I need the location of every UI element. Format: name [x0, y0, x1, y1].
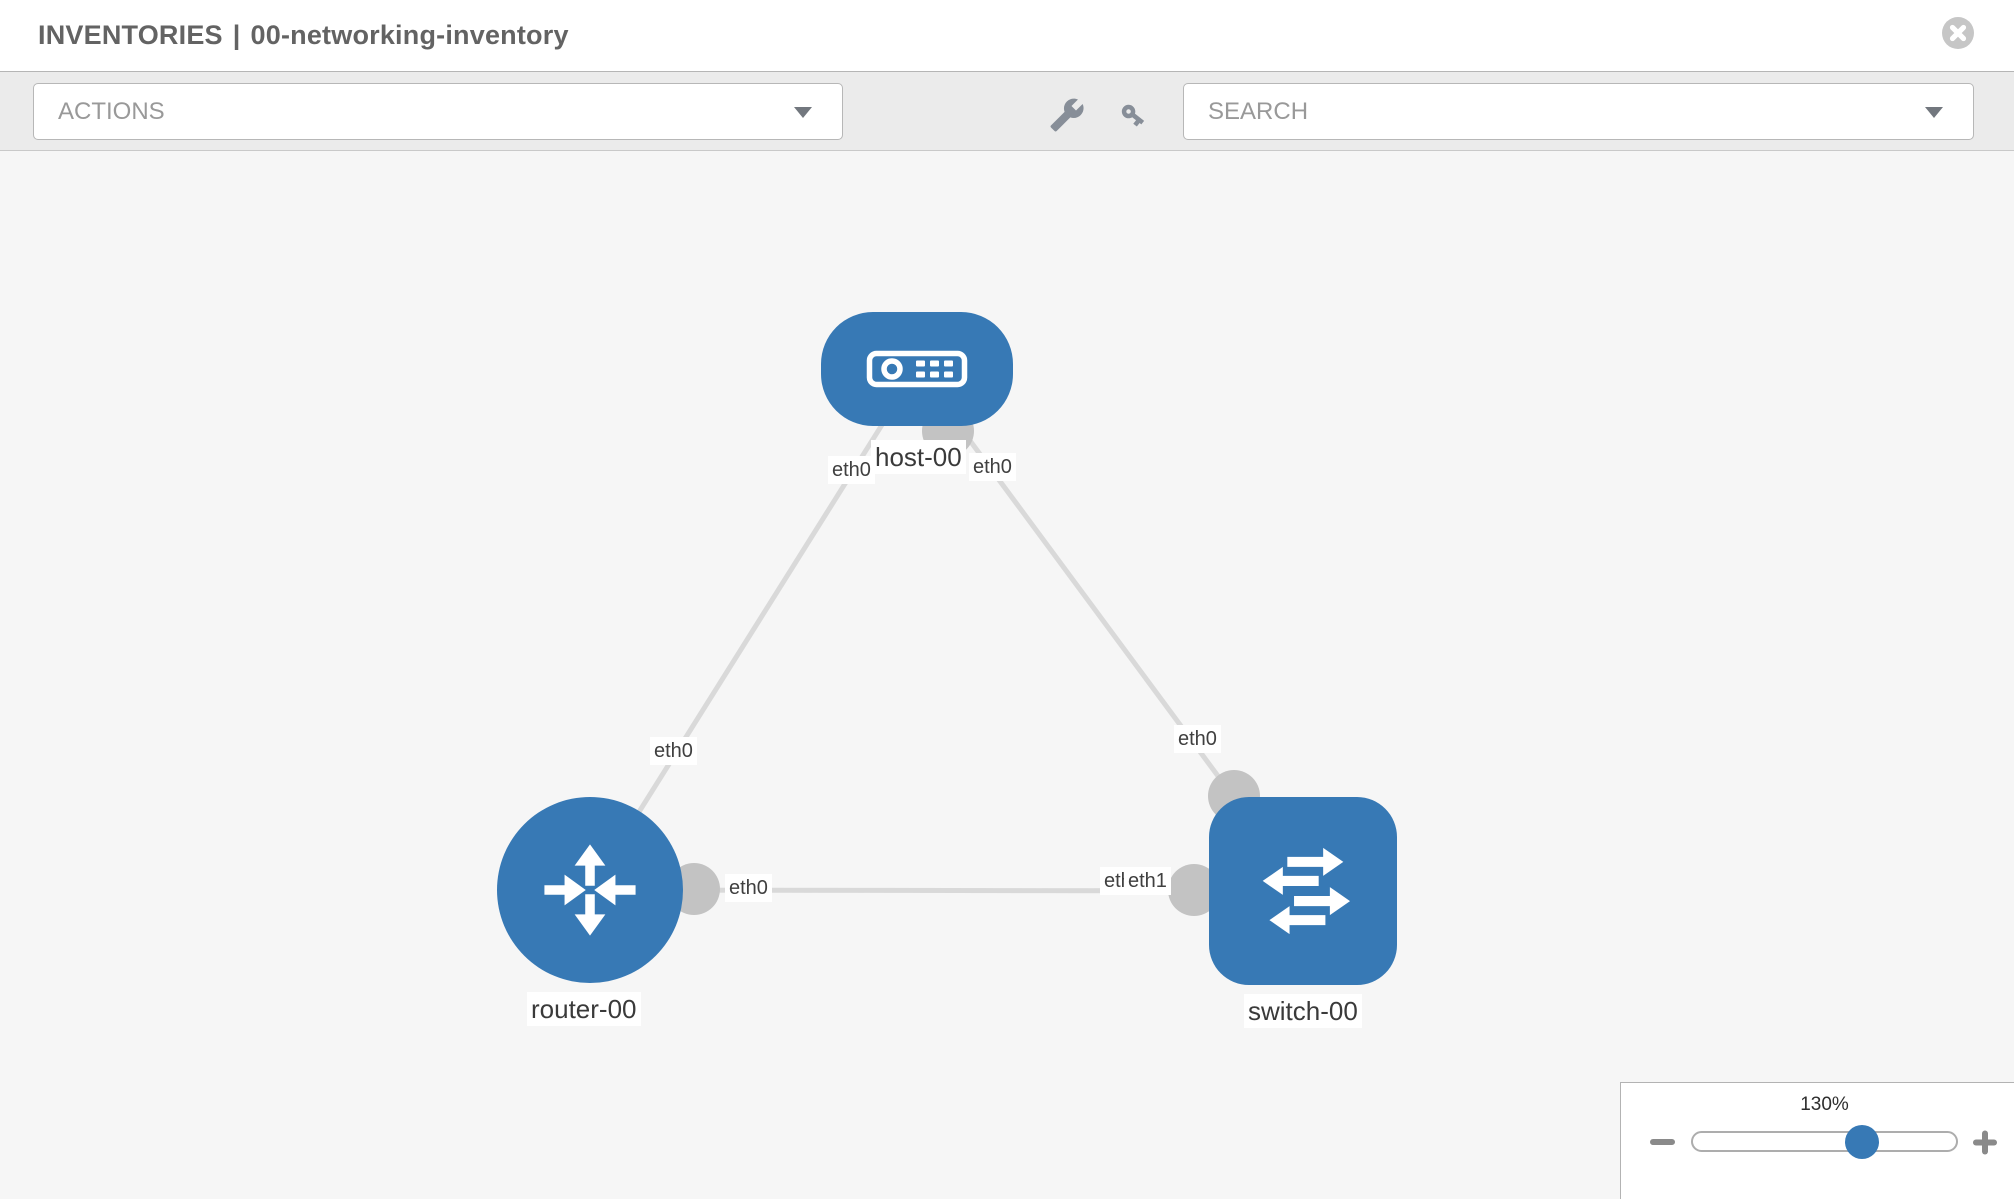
node-router-00[interactable] [497, 797, 683, 983]
close-button[interactable] [1942, 17, 1974, 49]
node-switch-00[interactable] [1209, 797, 1397, 985]
title-section: INVENTORIES [38, 20, 223, 50]
actions-dropdown[interactable]: ACTIONS [33, 83, 843, 140]
interface-label: eth0 [1174, 725, 1221, 753]
topology-canvas[interactable]: eth0 eth0 eth0 eth0 eth0 eth0 eth1 host-… [0, 151, 2014, 1199]
minus-icon [1650, 1139, 1675, 1145]
node-label-router: router-00 [527, 992, 641, 1026]
close-icon [1942, 17, 1974, 49]
node-label-switch: switch-00 [1244, 994, 1362, 1028]
key-button[interactable] [1115, 97, 1151, 133]
interface-label: eth0 [725, 874, 772, 902]
router-icon [544, 844, 636, 936]
host-icon [866, 350, 968, 388]
plus-icon [1973, 1130, 1997, 1155]
tools-button[interactable] [1049, 97, 1085, 133]
interface-label: eth0 [828, 456, 875, 484]
interface-label: eth0 [969, 453, 1016, 481]
search-dropdown[interactable]: SEARCH [1183, 83, 1974, 140]
header: INVENTORIES | 00-networking-inventory [0, 0, 2014, 71]
zoom-slider-track[interactable] [1691, 1131, 1958, 1152]
zoom-slider-knob[interactable] [1845, 1125, 1879, 1159]
interface-label: eth0 [650, 737, 697, 765]
node-label-host: host-00 [871, 440, 966, 474]
zoom-out-button[interactable] [1650, 1139, 1675, 1145]
node-host-00[interactable] [821, 312, 1013, 426]
zoom-control-panel: 130% [1620, 1082, 2014, 1199]
interface-label: eth1 [1124, 867, 1171, 895]
title-inventory-name: 00-networking-inventory [250, 20, 569, 50]
title-separator: | [232, 20, 241, 50]
zoom-in-button[interactable] [1972, 1129, 1998, 1155]
zoom-level-label: 130% [1800, 1094, 1849, 1115]
toolbar: ACTIONS SEARCH [0, 71, 2014, 151]
actions-dropdown-label: ACTIONS [58, 97, 165, 125]
key-icon [1121, 104, 1145, 127]
switch-icon [1262, 847, 1351, 935]
chevron-down-icon [1925, 107, 1943, 118]
link-host-router[interactable] [587, 367, 920, 892]
chevron-down-icon [794, 107, 812, 118]
wrench-icon [1050, 98, 1084, 132]
topology-links-layer [587, 367, 1306, 916]
page-title: INVENTORIES | 00-networking-inventory [38, 20, 569, 51]
search-dropdown-label: SEARCH [1208, 97, 1309, 125]
interface-endpoint-switch-left [1168, 864, 1220, 916]
